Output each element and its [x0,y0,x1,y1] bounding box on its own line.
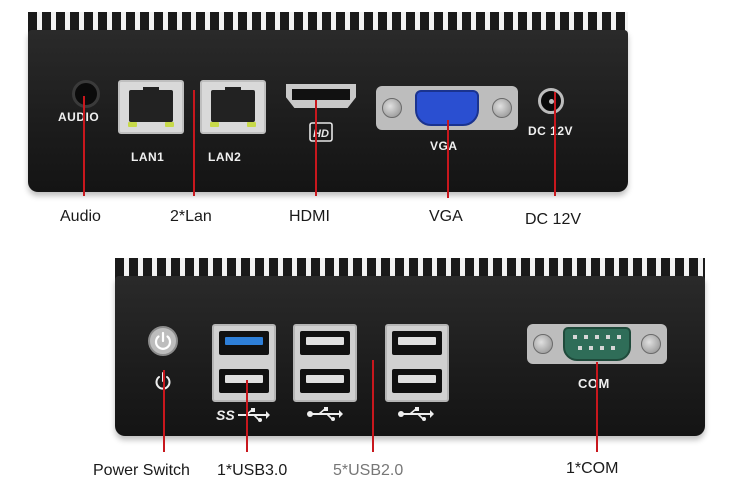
lan2-port-label: LAN2 [208,150,242,164]
svg-text:HD: HD [313,128,329,140]
superspeed-usb-icon: SS [216,407,270,423]
com-callout-label: 1*COM [566,460,619,477]
usb2-port-stack-1 [293,324,357,402]
dc-callout-label: DC 12V [525,211,582,228]
audio-callout-line [83,96,85,196]
power-callout-line [163,370,165,452]
vga-callout-line [447,120,449,198]
usb2-callout-label: 5*USB2.0 [333,462,404,479]
lan-callout-label: 2*Lan [170,208,212,225]
usb2-callout-line [372,360,374,452]
lan-callout-line [193,90,195,196]
usb3-callout-label: 1*USB3.0 [217,462,288,479]
dc-callout-line [554,92,556,196]
vga-callout-label: VGA [429,208,463,225]
hdmi-logo-icon: HD [309,122,333,142]
vga-port-label: VGA [430,139,458,153]
dc-power-jack [538,88,564,114]
lan2-port [200,80,266,134]
lan1-port-label: LAN1 [131,150,165,164]
usb-icon [398,407,434,421]
com-port [563,327,631,361]
audio-port-label: AUDIO [58,110,100,124]
power-switch-callout-label: Power Switch [93,462,190,479]
hdmi-callout-line [315,100,317,196]
hdmi-callout-label: HDMI [289,208,330,225]
bottom-device-front-panel: SS [115,258,705,436]
com-connector [527,324,667,364]
top-device-rear-panel: AUDIO LAN1 LAN2 HD VGA [28,12,628,192]
power-icon [154,331,172,350]
hdmi-port [286,84,356,108]
audio-jack [72,80,100,108]
usb3-callout-line [246,380,248,452]
usb2-port-stack-2 [385,324,449,402]
dc-port-label: DC 12V [528,124,574,138]
svg-text:SS: SS [216,407,235,423]
usb-icon [307,407,343,421]
power-button [148,326,178,356]
usb3-port-stack [212,324,276,402]
lan1-port [118,80,184,134]
com-port-label: COM [578,376,610,391]
com-callout-line [596,362,598,452]
audio-callout-label: Audio [60,208,101,225]
